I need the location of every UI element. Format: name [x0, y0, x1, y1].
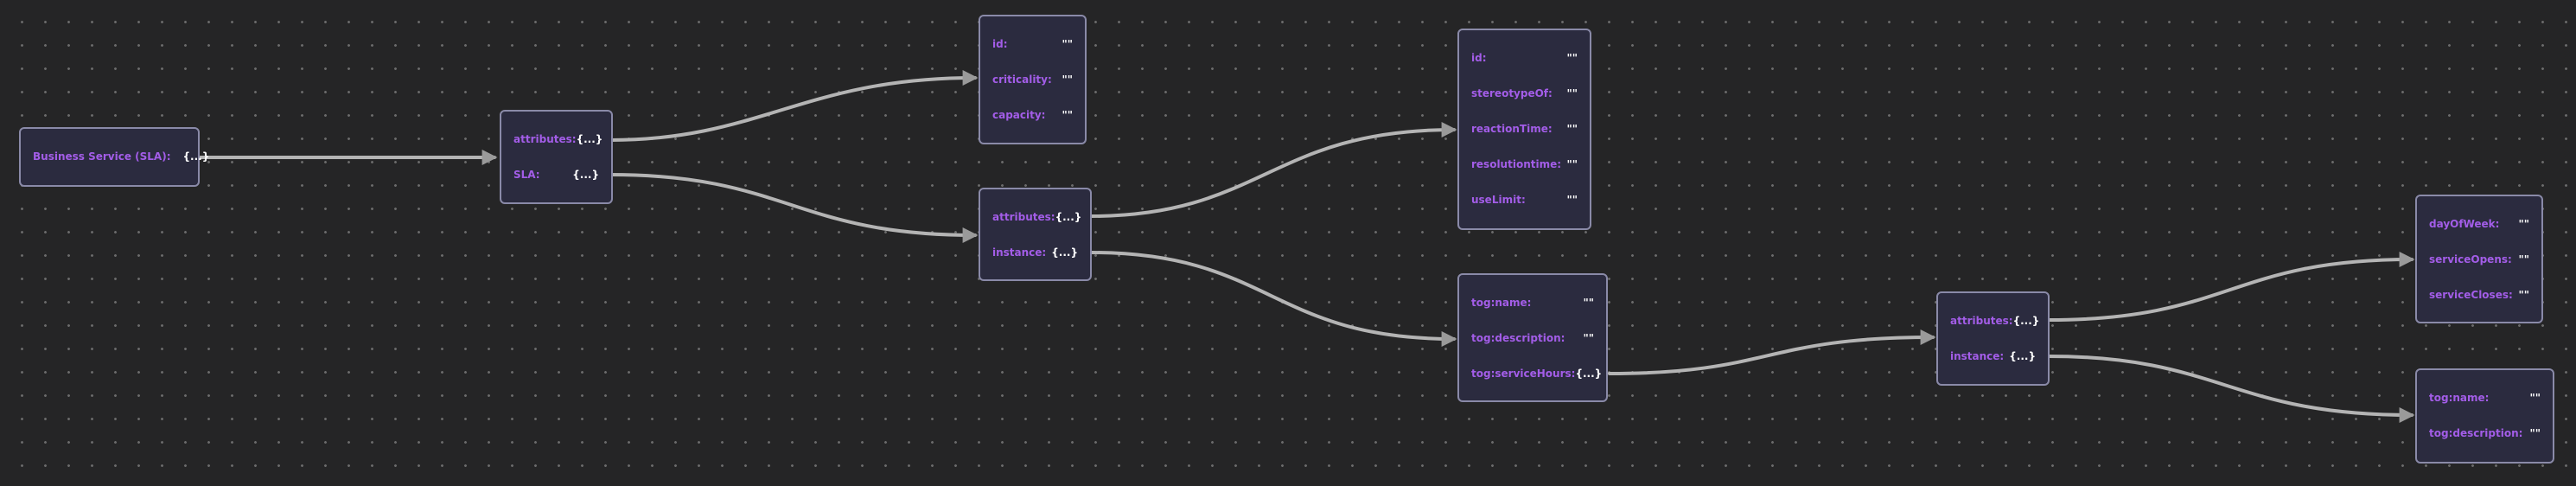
edge-service-hours	[1608, 329, 1936, 375]
node-row: id: ""	[992, 26, 1073, 61]
row-key: dayOfWeek:	[2429, 217, 2500, 230]
row-value[interactable]: ""	[2529, 426, 2541, 439]
row-value[interactable]: ""	[2518, 217, 2529, 230]
row-value[interactable]: ""	[1566, 193, 1578, 206]
node-service-hours-instance[interactable]: tog:name: "" tog:description: ""	[2415, 368, 2554, 464]
row-key: tog:name:	[1471, 296, 1532, 309]
node-row: reactionTime: ""	[1471, 111, 1578, 146]
node-row: tog:serviceHours: {...}	[1471, 355, 1602, 391]
row-key: instance:	[992, 246, 1047, 259]
node-row: tog:description: ""	[1471, 320, 1594, 355]
node-service-hours-attributes[interactable]: dayOfWeek: "" serviceOpens: "" serviceCl…	[2415, 195, 2543, 323]
row-key: Business Service (SLA):	[33, 150, 171, 163]
row-key: stereotypeOf:	[1471, 86, 1553, 99]
node-row: serviceCloses: ""	[2429, 277, 2529, 312]
node-business-service[interactable]: Business Service (SLA): {...}	[19, 127, 209, 187]
row-value[interactable]: {...}	[572, 168, 599, 181]
row-value[interactable]: ""	[1583, 296, 1594, 309]
node-row: attributes: {...}	[992, 199, 1081, 234]
row-key: serviceOpens:	[2429, 253, 2512, 265]
edge-attributes-to-root-attributes	[609, 70, 979, 142]
row-value[interactable]: ""	[2518, 253, 2529, 265]
node-row: instance: {...}	[1950, 338, 2036, 374]
row-value[interactable]: {...}	[1055, 210, 1082, 223]
row-value[interactable]: {...}	[1575, 367, 1603, 380]
row-value[interactable]: ""	[1566, 86, 1578, 99]
row-value[interactable]: ""	[1062, 108, 1073, 121]
row-key: serviceCloses:	[2429, 288, 2513, 301]
row-key: tog:name:	[2429, 391, 2490, 404]
node-row: stereotypeOf: ""	[1471, 75, 1578, 111]
row-value[interactable]: {...}	[2012, 314, 2040, 327]
edge-sla-to-sla-node	[609, 173, 979, 243]
node-sla-root[interactable]: attributes: {...} SLA: {...}	[500, 110, 613, 204]
node-row: useLimit: ""	[1471, 182, 1578, 217]
row-key: criticality:	[992, 73, 1052, 86]
row-value[interactable]: ""	[2529, 391, 2541, 404]
node-row: tog:name: ""	[1471, 285, 1594, 320]
node-sla[interactable]: attributes: {...} instance: {...}	[979, 188, 1092, 281]
node-sla-instance[interactable]: tog:name: "" tog:description: "" tog:ser…	[1457, 273, 1608, 402]
row-key: instance:	[1950, 349, 2005, 362]
node-service-hours[interactable]: attributes: {...} instance: {...}	[1936, 291, 2050, 386]
row-value[interactable]: {...}	[1051, 246, 1078, 259]
row-value[interactable]: {...}	[182, 150, 210, 163]
row-key: capacity:	[992, 108, 1046, 121]
row-key: useLimit:	[1471, 193, 1526, 206]
edge-sla-attributes	[1089, 122, 1457, 218]
node-row: capacity: ""	[992, 97, 1073, 132]
row-value[interactable]: ""	[1062, 73, 1073, 86]
row-key: id:	[992, 37, 1008, 50]
node-row: criticality: ""	[992, 61, 1073, 97]
row-value[interactable]: ""	[1566, 51, 1578, 64]
row-key: SLA:	[513, 168, 540, 181]
edge-service-hours-instance	[2047, 355, 2415, 423]
row-key: resolutiontime:	[1471, 157, 1562, 170]
node-row: attributes: {...}	[513, 121, 603, 157]
node-row: attributes: {...}	[1950, 303, 2039, 338]
row-key: reactionTime:	[1471, 122, 1553, 135]
node-row: dayOfWeek: ""	[2429, 206, 2529, 241]
node-row: serviceOpens: ""	[2429, 241, 2529, 277]
node-sla-root-attributes[interactable]: id: "" criticality: "" capacity: ""	[979, 15, 1087, 144]
row-value[interactable]: {...}	[2009, 349, 2036, 362]
row-value[interactable]: ""	[2518, 288, 2529, 301]
row-value[interactable]: ""	[1583, 331, 1594, 344]
row-value[interactable]: ""	[1062, 37, 1073, 50]
row-value[interactable]: ""	[1566, 157, 1578, 170]
row-key: attributes:	[1950, 314, 2013, 327]
row-value[interactable]: ""	[1566, 122, 1578, 135]
edge-sla-instance	[1089, 251, 1457, 347]
node-row: id: ""	[1471, 40, 1578, 75]
node-row: instance: {...}	[992, 234, 1078, 270]
node-sla-attributes[interactable]: id: "" stereotypeOf: "" reactionTime: ""…	[1457, 29, 1591, 230]
node-row: tog:description: ""	[2429, 415, 2541, 451]
row-key: attributes:	[992, 210, 1055, 223]
node-row: SLA: {...}	[513, 157, 599, 192]
row-key: tog:description:	[2429, 426, 2523, 439]
row-key: tog:description:	[1471, 331, 1565, 344]
row-value[interactable]: {...}	[576, 132, 603, 145]
node-row: resolutiontime: ""	[1471, 146, 1578, 182]
row-key: id:	[1471, 51, 1487, 64]
node-row: tog:name: ""	[2429, 380, 2541, 415]
edge-service-hours-attributes	[2047, 252, 2415, 322]
row-key: attributes:	[513, 132, 577, 145]
row-key: tog:serviceHours:	[1471, 367, 1576, 380]
node-row: Business Service (SLA): {...}	[33, 136, 209, 177]
